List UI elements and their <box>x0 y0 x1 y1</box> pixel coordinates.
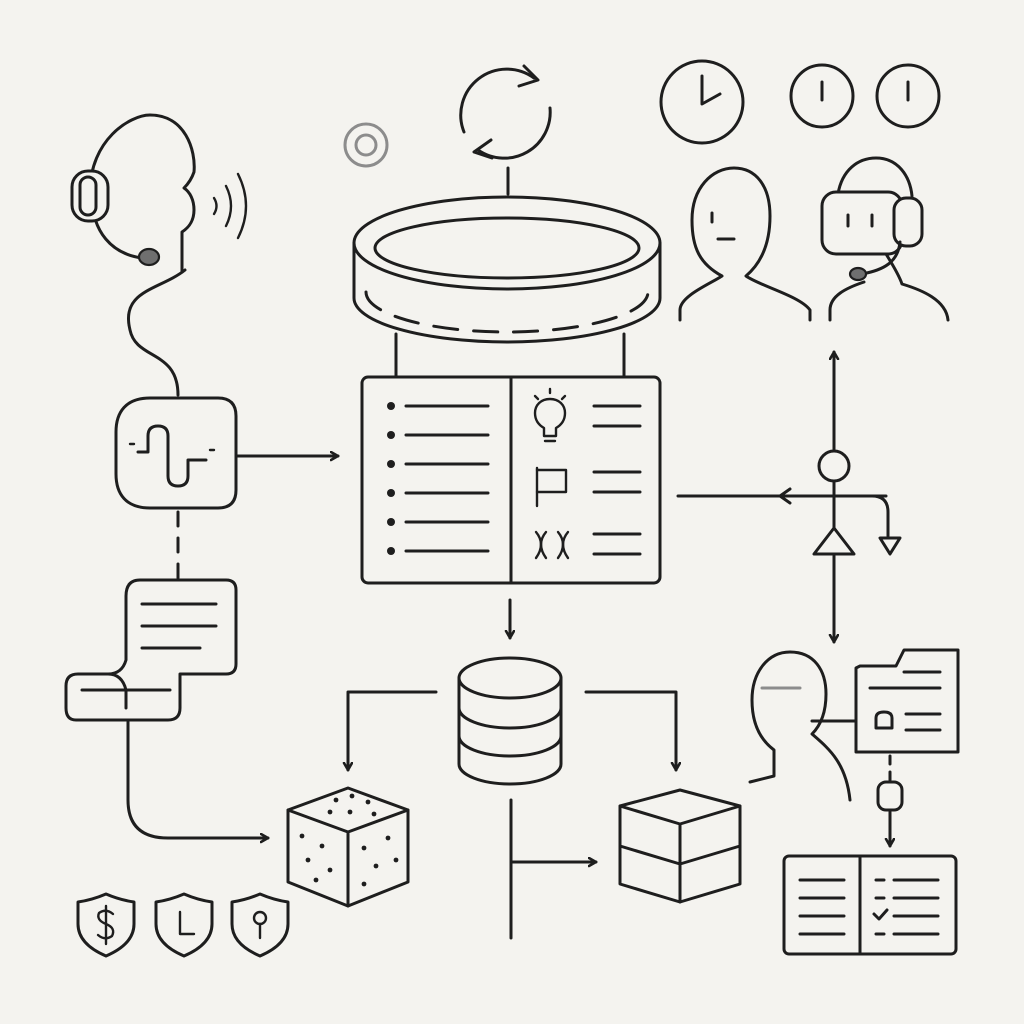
book-icon <box>360 375 662 585</box>
robot-agent-icon <box>820 156 950 322</box>
audio-wave-icon <box>114 396 238 510</box>
lightbulb-icon <box>533 387 567 443</box>
sound-waves-icon <box>212 172 248 240</box>
dotted-cube-icon <box>286 786 410 908</box>
database-to-layered-cube-arrow <box>584 690 676 772</box>
checklist-book-icon <box>782 854 958 956</box>
arrowhead-to-book <box>778 487 792 505</box>
headset-user-icon <box>70 113 196 274</box>
clock-icon <box>659 59 745 145</box>
database-to-dotted-cube-arrow <box>348 690 438 772</box>
head-profile-icon <box>748 650 852 802</box>
scroll-to-cube-arrow <box>126 720 270 838</box>
bullet-list <box>387 402 490 555</box>
gauge-icon <box>875 63 941 129</box>
flag-icon <box>535 466 568 508</box>
layered-cube-icon <box>618 788 742 904</box>
connectors <box>126 166 890 940</box>
cylinder-ring-icon <box>352 195 662 378</box>
figure-right-hook <box>848 494 890 538</box>
dna-icon <box>534 530 570 560</box>
shield-dollar-icon <box>76 892 136 958</box>
gauge-icon <box>789 63 855 129</box>
stick-figure-icon <box>812 449 902 556</box>
target-icon <box>343 122 389 168</box>
shield-keyhole-icon <box>230 892 290 958</box>
sync-icon <box>459 64 552 160</box>
database-icon <box>457 656 563 786</box>
id-card-folder-icon <box>854 648 960 754</box>
shield-l-icon <box>154 892 214 958</box>
person-icon <box>678 166 812 322</box>
headset-cable <box>126 268 187 397</box>
flow-node <box>876 780 904 812</box>
scroll-icon <box>64 578 238 722</box>
